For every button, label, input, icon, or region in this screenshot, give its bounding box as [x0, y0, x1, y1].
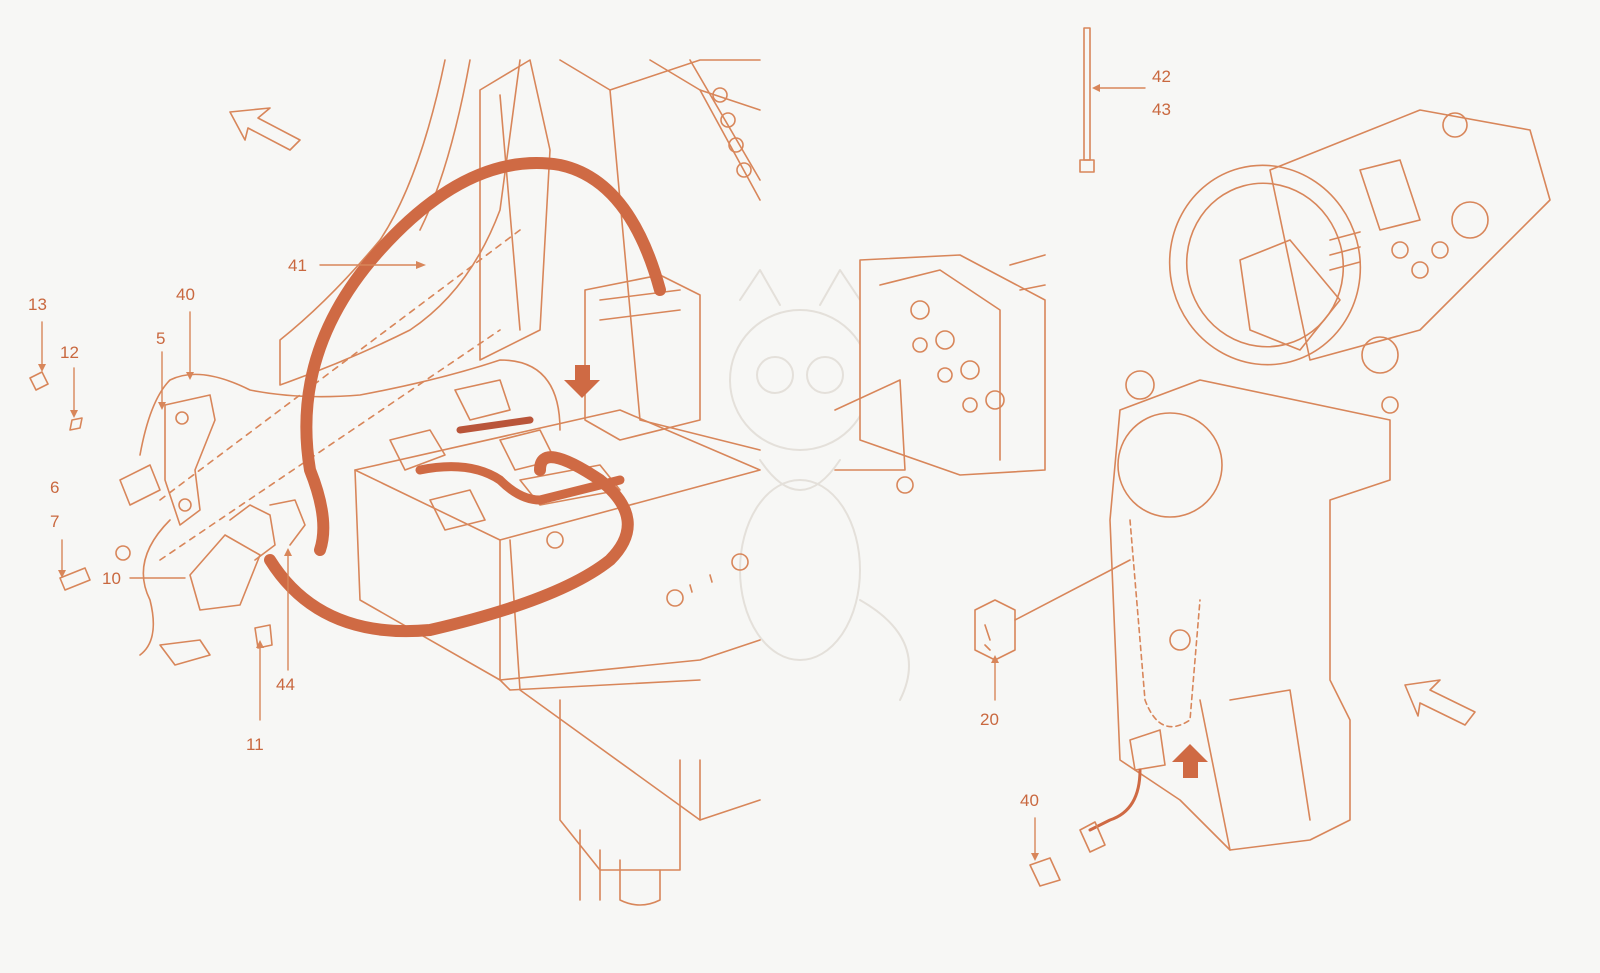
- steering-console: [974, 27, 1551, 887]
- callout-20: 20: [980, 710, 999, 729]
- leader-arrowheads: [38, 84, 1100, 861]
- down-arrow-icon: [564, 365, 600, 398]
- callout-42: 42: [1152, 67, 1171, 86]
- callout-5: 5: [156, 329, 165, 348]
- cable-harness: [264, 157, 666, 638]
- arrow-icon-top-left: [229, 107, 301, 151]
- callout-40-right: 40: [1020, 791, 1039, 810]
- leader-lines: [41, 87, 1146, 856]
- callout-41: 41: [288, 256, 307, 275]
- connector-inset: [834, 254, 1046, 494]
- callout-10: 10: [102, 569, 121, 588]
- callout-43: 43: [1152, 100, 1171, 119]
- bracket-parts: [29, 359, 561, 666]
- callout-6: 6: [50, 478, 59, 497]
- arrow-icon-bottom-right: [1404, 679, 1476, 726]
- callout-labels: 13 12 40 5 6 7 10 41 44 11 42 43 20 40: [28, 67, 1171, 810]
- callout-12: 12: [60, 343, 79, 362]
- callout-13: 13: [28, 295, 47, 314]
- callout-11: 11: [246, 735, 264, 754]
- up-arrow-icon: [1172, 744, 1208, 778]
- callout-7: 7: [50, 512, 59, 531]
- callout-44: 44: [276, 675, 295, 694]
- direction-arrows: [229, 107, 1476, 778]
- callout-40-left: 40: [176, 285, 195, 304]
- chassis-frame: [159, 59, 761, 906]
